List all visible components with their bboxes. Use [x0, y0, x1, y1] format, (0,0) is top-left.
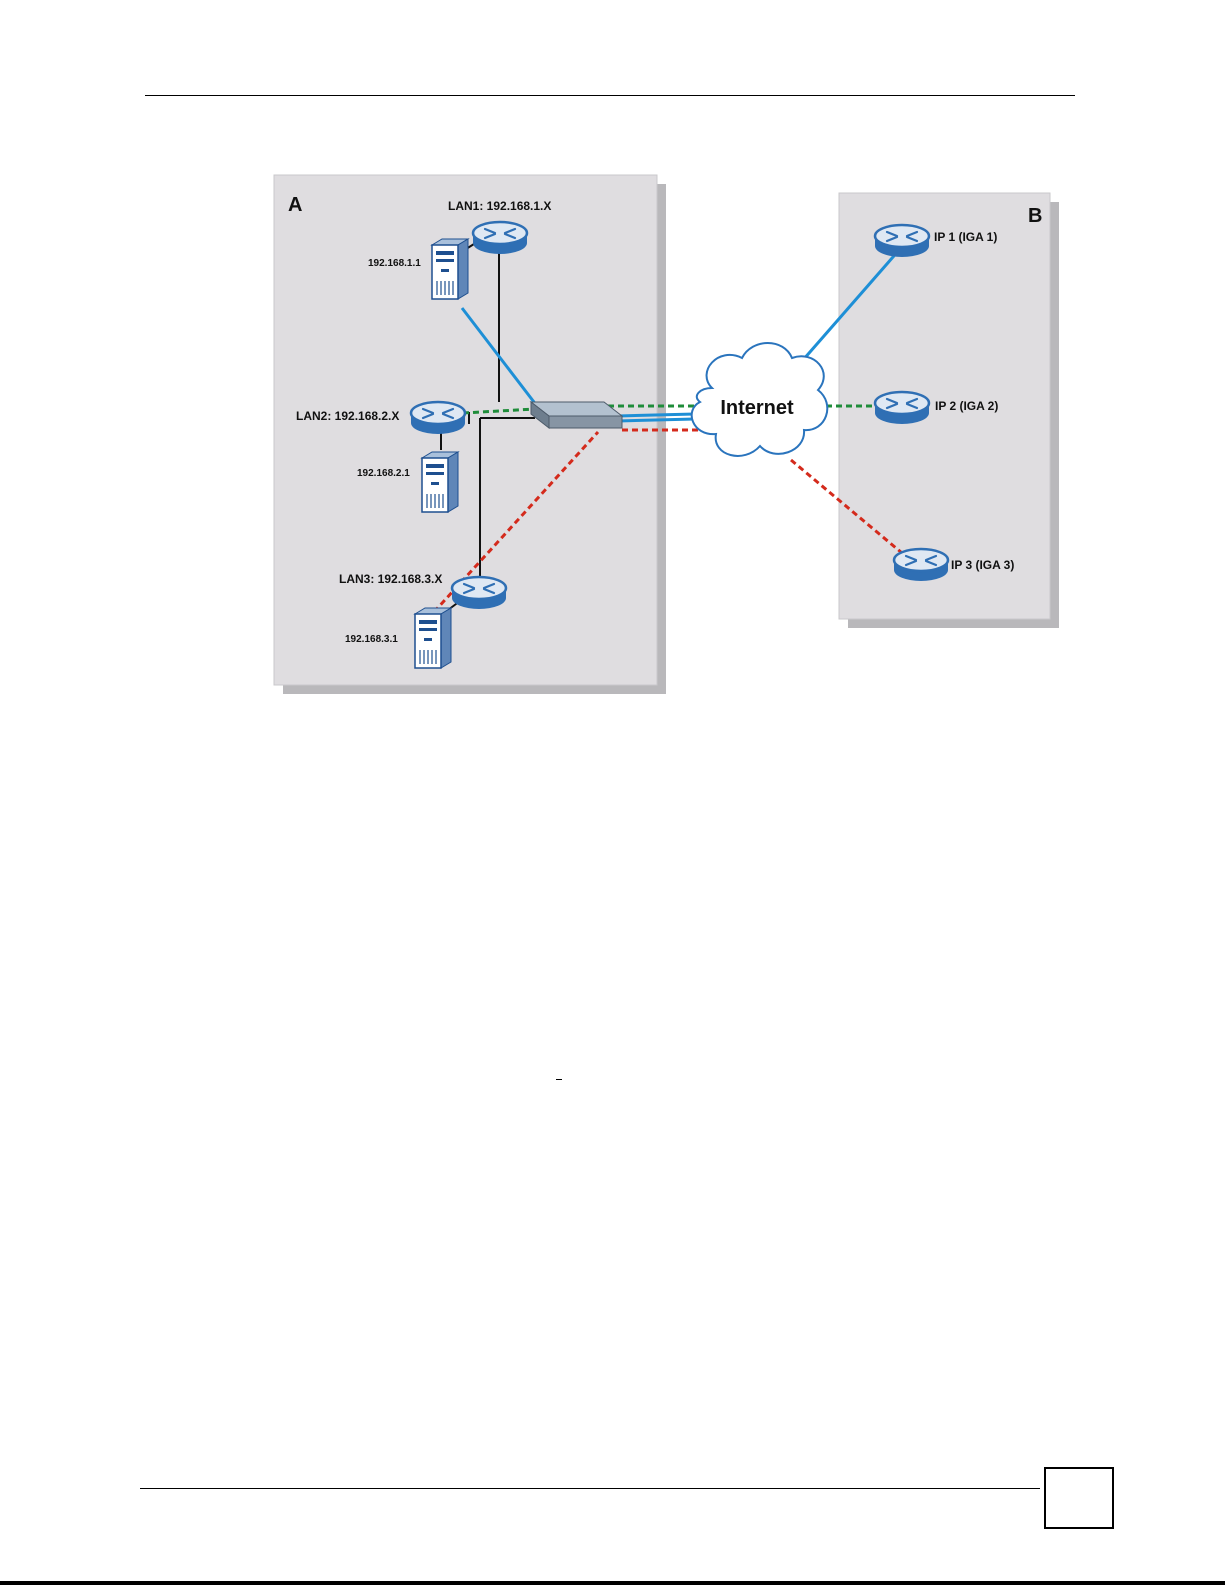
- stray-mark: [556, 1079, 562, 1080]
- remote-1-label: IP 1 (IGA 1): [934, 230, 997, 244]
- lan2-server-icon: [422, 452, 458, 512]
- bottom-edge: [0, 1581, 1225, 1585]
- lan1-router-icon: [473, 222, 527, 254]
- zone-a-label: A: [288, 194, 302, 216]
- remote-router-2-icon: [875, 392, 929, 424]
- lan3-server-icon: [415, 608, 451, 668]
- lan1-label: LAN1: 192.168.1.X: [448, 199, 551, 213]
- lan1-server-icon: [432, 239, 468, 299]
- remote-2-label: IP 2 (IGA 2): [935, 399, 998, 413]
- remote-3-label: IP 3 (IGA 3): [951, 558, 1014, 572]
- internet-label: Internet: [720, 397, 794, 419]
- lan2-host-label: 192.168.2.1: [357, 468, 410, 479]
- lan2-router-icon: [411, 402, 465, 434]
- lan2-label: LAN2: 192.168.2.X: [296, 409, 399, 423]
- footer-rule: [140, 1488, 1040, 1489]
- page-number-box: [1044, 1467, 1114, 1529]
- gateway-device: [531, 402, 622, 428]
- lan1-host-label: 192.168.1.1: [368, 258, 421, 269]
- zone-b-label: B: [1028, 205, 1042, 227]
- lan3-host-label: 192.168.3.1: [345, 634, 398, 645]
- remote-router-1-icon: [875, 225, 929, 257]
- remote-router-3-icon: [894, 549, 948, 581]
- lan3-label: LAN3: 192.168.3.X: [339, 572, 442, 586]
- lan3-router-icon: [452, 577, 506, 609]
